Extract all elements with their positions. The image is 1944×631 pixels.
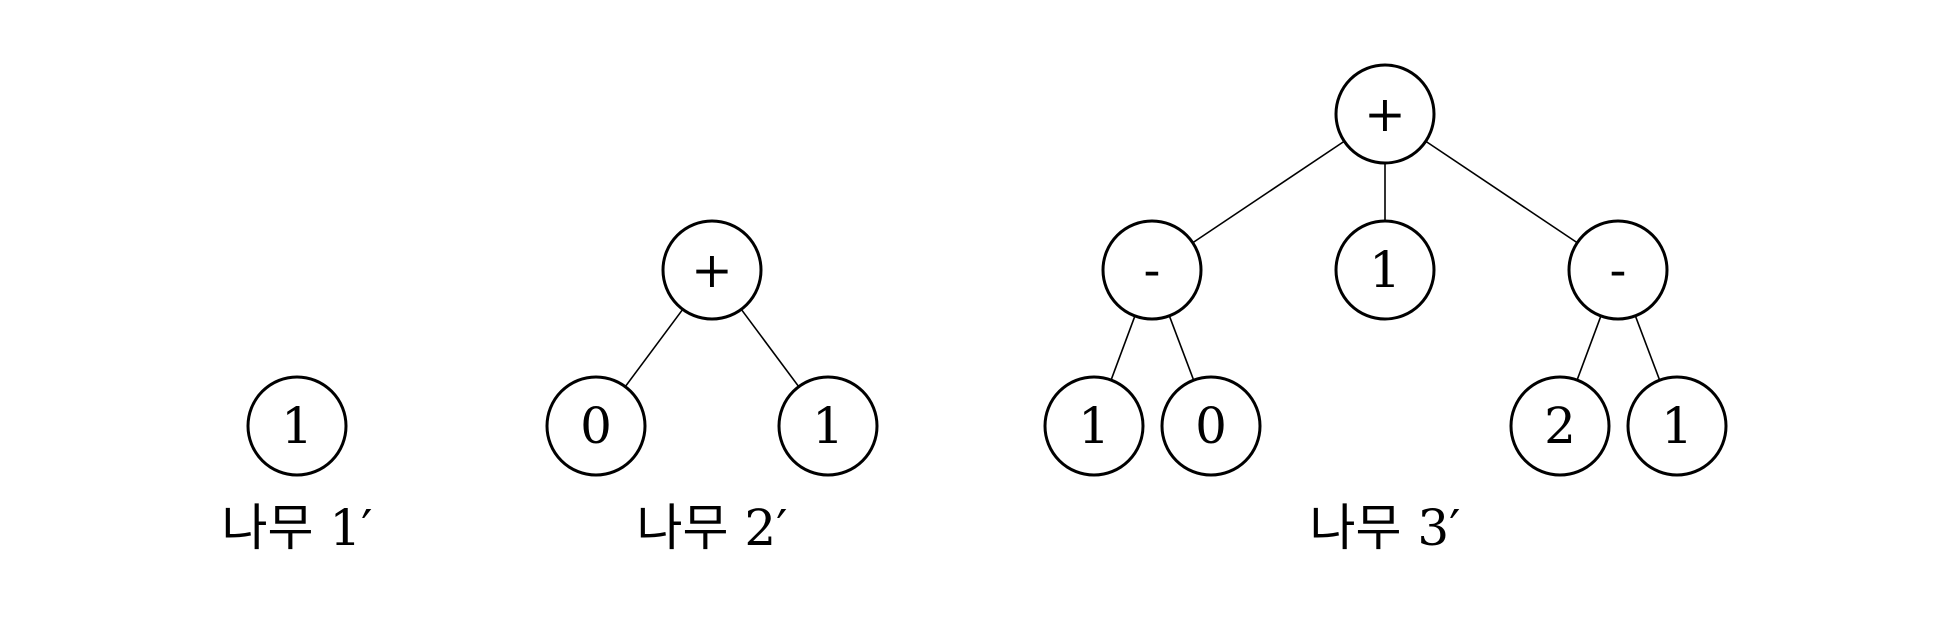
node-circle xyxy=(777,375,879,477)
node-label: - xyxy=(1610,241,1627,299)
edges-layer xyxy=(624,140,1661,388)
node-label: + xyxy=(691,241,733,299)
node-circle xyxy=(1334,219,1436,321)
tree-3-edge-0-3 xyxy=(1425,140,1578,244)
node-circle xyxy=(1509,375,1611,477)
tree-1-caption: 나무 1′ xyxy=(221,499,372,557)
tree-3-edge-3-6 xyxy=(1576,315,1602,381)
node-circle xyxy=(1043,375,1145,477)
tree-1-node-0: 1 xyxy=(246,375,348,477)
node-label: + xyxy=(1364,85,1406,143)
node-label: 0 xyxy=(580,397,612,455)
tree-2-edge-0-1 xyxy=(624,308,684,388)
node-label: 1 xyxy=(1369,241,1401,299)
tree-2-node-1: 0 xyxy=(545,375,647,477)
tree-3-node-5: 0 xyxy=(1160,375,1262,477)
tree-3-node-3: - xyxy=(1567,219,1669,321)
tree-3-node-6: 2 xyxy=(1509,375,1611,477)
node-label: - xyxy=(1144,241,1161,299)
node-label: 1 xyxy=(281,397,313,455)
tree-3-caption: 나무 3′ xyxy=(1309,499,1460,557)
tree-3-edge-1-4 xyxy=(1110,315,1136,381)
tree-3-edge-0-1 xyxy=(1192,140,1345,244)
node-circle xyxy=(1101,219,1203,321)
tree-2-caption: 나무 2′ xyxy=(636,499,787,557)
nodes-layer: 1 +0 1 + - 1 - 1 0 2 1 xyxy=(246,63,1728,477)
node-label: 0 xyxy=(1195,397,1227,455)
tree-3-node-1: - xyxy=(1101,219,1203,321)
tree-3-node-2: 1 xyxy=(1334,219,1436,321)
node-circle xyxy=(1567,219,1669,321)
node-circle xyxy=(1334,63,1436,165)
node-label: 1 xyxy=(1661,397,1693,455)
node-circle xyxy=(1160,375,1262,477)
captions-layer: 나무 1′ 나무 2′ 나무 3′ xyxy=(221,499,1460,557)
tree-2-edge-0-2 xyxy=(740,308,800,388)
node-label: 1 xyxy=(812,397,844,455)
tree-3-node-0: + xyxy=(1334,63,1436,165)
tree-3-node-7: 1 xyxy=(1626,375,1728,477)
tree-3-edge-3-7 xyxy=(1634,315,1661,381)
node-circle xyxy=(246,375,348,477)
tree-2-node-0: + xyxy=(661,219,763,321)
node-circle xyxy=(545,375,647,477)
node-label: 1 xyxy=(1078,397,1110,455)
node-circle xyxy=(1626,375,1728,477)
tree-3-edge-1-5 xyxy=(1168,315,1195,381)
tree-3-node-4: 1 xyxy=(1043,375,1145,477)
node-label: 2 xyxy=(1544,397,1576,455)
tree-2-node-2: 1 xyxy=(777,375,879,477)
node-circle xyxy=(661,219,763,321)
